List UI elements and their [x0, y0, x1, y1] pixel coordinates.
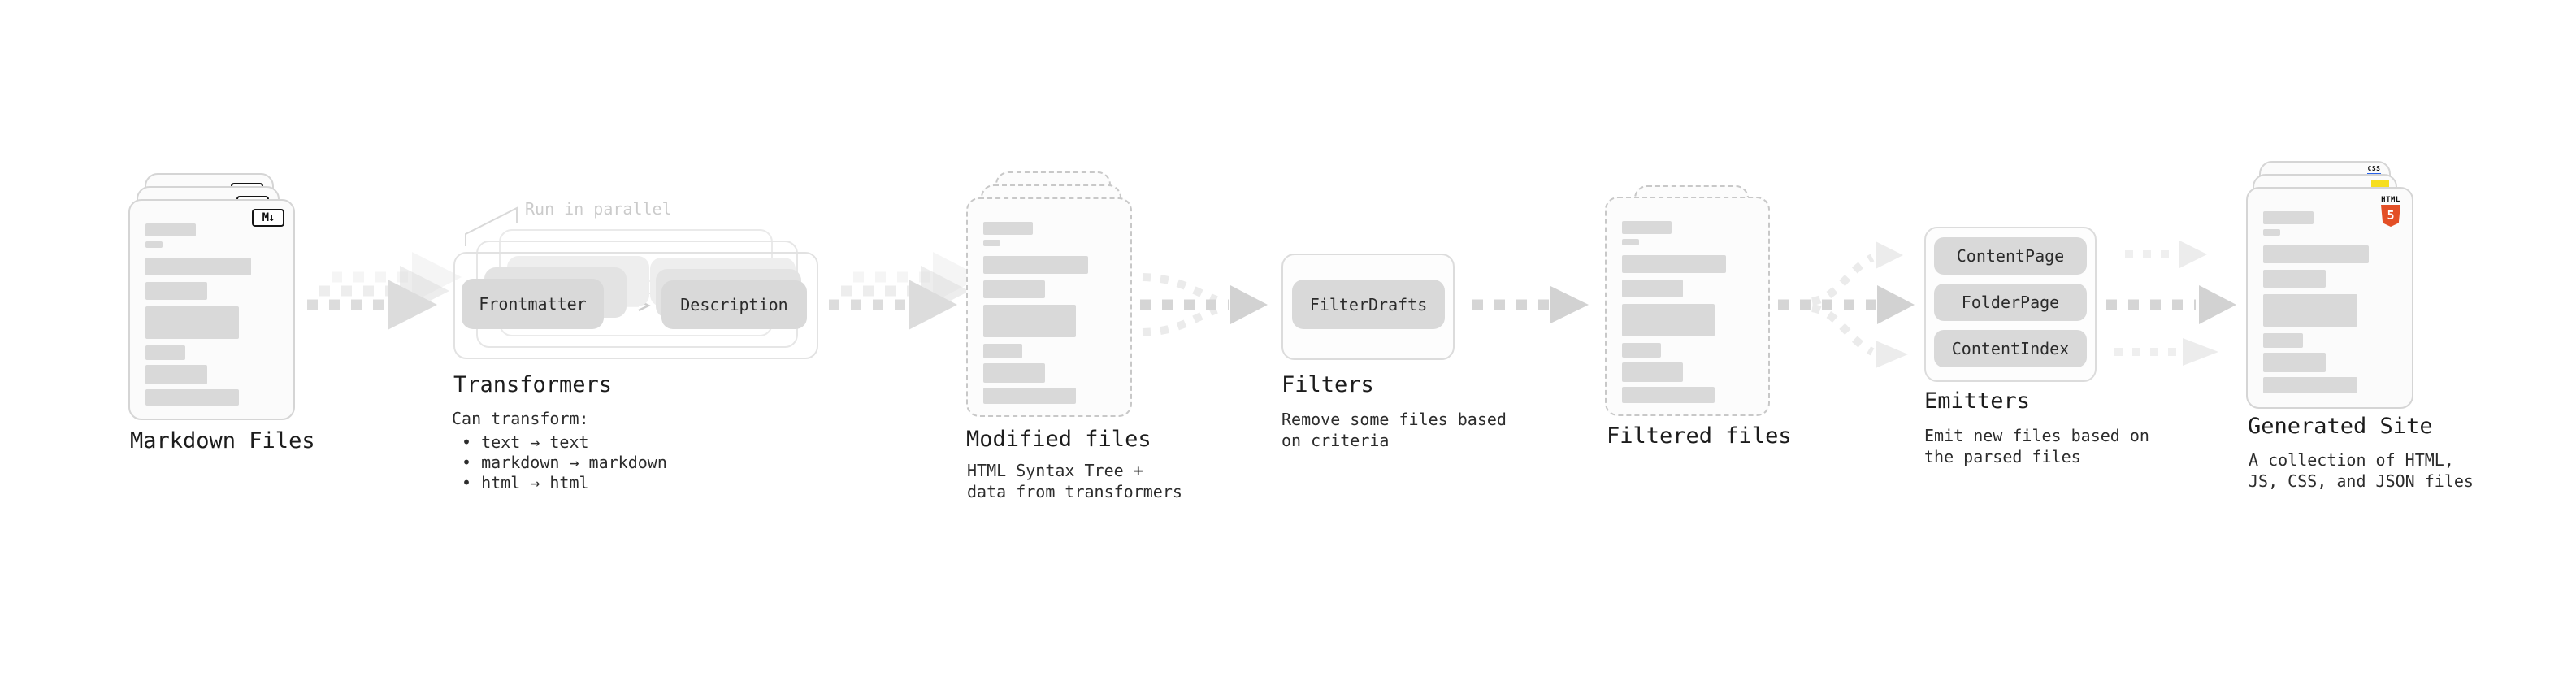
markdown-files-label: Markdown Files [130, 428, 315, 453]
doc-line-bar [145, 306, 240, 339]
subtitle-line: the parsed files [1924, 447, 2081, 466]
doc-line-bar [2263, 353, 2326, 372]
transformer-container-front [453, 252, 818, 359]
doc-line-bar [145, 258, 251, 275]
doc-line-bar [145, 389, 240, 406]
description-pill: Description [661, 280, 807, 329]
doc-line-bar [145, 345, 185, 360]
markdown-icon: M↓ [252, 209, 284, 227]
arrow-filtered-to-emitters [1778, 241, 1915, 368]
folderpage-pill: FolderPage [1934, 284, 2087, 321]
document-skeleton-lines [968, 199, 1130, 404]
doc-line-bar [145, 282, 208, 300]
doc-line-bar [2263, 294, 2357, 327]
note-title: Can transform: [452, 409, 589, 428]
doc-line-bar [983, 222, 1034, 235]
html5-icon-number: 5 [2387, 208, 2395, 223]
document-skeleton-lines [2248, 189, 2412, 393]
modified-file-card-front [966, 197, 1132, 417]
doc-line-bar [1622, 255, 1726, 273]
doc-line-bar [983, 388, 1077, 404]
filtered-files-label: Filtered files [1607, 423, 1792, 449]
generated-site-label: Generated Site [2248, 414, 2433, 439]
doc-line-bar [983, 305, 1077, 337]
doc-line-bar [2263, 377, 2357, 393]
generated-site-subtitle: A collection of HTML, JS, CSS, and JSON … [2249, 449, 2474, 492]
doc-line-bar [1622, 387, 1715, 403]
note-bullet: • markdown → markdown [462, 453, 667, 472]
doc-line-bar [1622, 304, 1715, 336]
doc-line-bar [1622, 362, 1684, 382]
subtitle-line: HTML Syntax Tree + [967, 461, 1143, 480]
note-bullet: • html → html [462, 473, 589, 492]
frontmatter-pill: Frontmatter [462, 279, 604, 329]
arrow-transformers-to-modified [829, 252, 982, 330]
document-skeleton-lines [1607, 198, 1768, 403]
filterdrafts-pill: FilterDrafts [1292, 280, 1445, 329]
emitters-subtitle: Emit new files based on the parsed files [1924, 425, 2149, 467]
doc-line-bar [145, 241, 163, 248]
doc-line-bar [983, 344, 1023, 358]
transformers-note: Can transform: • text → text • markdown … [452, 409, 667, 493]
doc-line-bar [1622, 343, 1661, 358]
doc-line-bar [2263, 229, 2281, 236]
html5-icon-word: HTML [2381, 196, 2400, 204]
contentindex-pill: ContentIndex [1934, 330, 2087, 367]
doc-line-bar [983, 256, 1088, 274]
document-skeleton-lines [130, 201, 293, 406]
doc-line-bar [1622, 221, 1672, 234]
doc-line-bar [2263, 211, 2314, 224]
annotation-leader-line [465, 206, 518, 246]
subtitle-line: A collection of HTML, [2249, 450, 2454, 470]
arrow-modified-to-filters [1140, 273, 1268, 336]
doc-line-bar [145, 223, 196, 236]
contentpage-pill: ContentPage [1934, 237, 2087, 275]
doc-line-bar [983, 280, 1045, 298]
html5-icon: HTML 5 [2381, 196, 2400, 227]
transformers-label: Transformers [453, 372, 613, 397]
subtitle-line: Remove some files based [1281, 410, 1507, 429]
subtitle-line: JS, CSS, and JSON files [2249, 471, 2474, 491]
subtitle-line: data from transformers [967, 482, 1182, 501]
doc-line-bar [2263, 333, 2303, 348]
arrow-emitters-to-generated [2106, 241, 2236, 366]
modified-files-subtitle: HTML Syntax Tree + data from transformer… [967, 460, 1182, 502]
doc-line-bar [983, 363, 1045, 383]
filters-label: Filters [1281, 372, 1374, 397]
emitters-label: Emitters [1924, 388, 2031, 414]
arrow-filters-to-filtered [1472, 286, 1589, 323]
doc-line-bar [145, 365, 208, 384]
doc-line-bar [2263, 245, 2370, 263]
note-bullet: • text → text [462, 432, 589, 452]
css-icon-word: CSS [2367, 165, 2381, 172]
doc-line-bar [1622, 239, 1639, 245]
arrow-markdown-to-transformers [307, 252, 462, 330]
filtered-file-card-front [1605, 197, 1770, 416]
doc-line-bar [2263, 270, 2326, 288]
filters-subtitle: Remove some files based on criteria [1281, 409, 1507, 451]
run-in-parallel-annotation: Run in parallel [525, 199, 672, 219]
generated-site-card-front: HTML 5 [2246, 187, 2413, 409]
doc-line-bar [1622, 280, 1684, 297]
doc-line-bar [983, 240, 1000, 246]
modified-files-label: Modified files [966, 427, 1151, 452]
subtitle-line: on criteria [1281, 431, 1390, 450]
subtitle-line: Emit new files based on [1924, 426, 2149, 445]
html5-icon-shield: 5 [2381, 205, 2400, 227]
markdown-file-card-front: M↓ [128, 199, 295, 420]
